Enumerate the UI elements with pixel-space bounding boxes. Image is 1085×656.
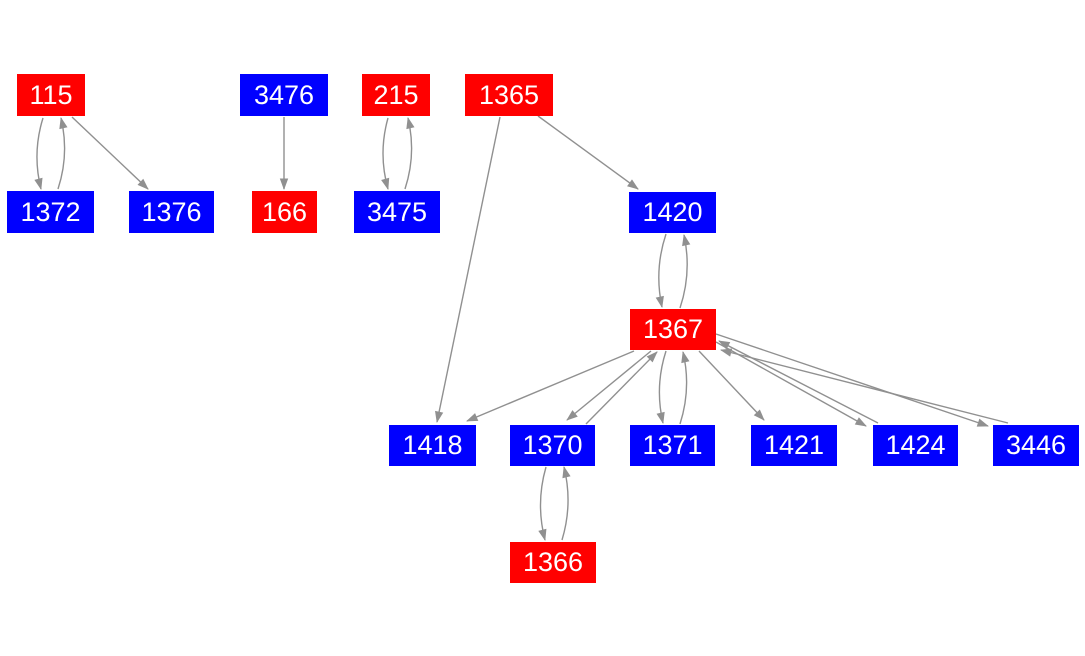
node-3476: 3476 bbox=[240, 74, 328, 116]
edge-215-3475 bbox=[381, 117, 390, 190]
node-1421: 1421 bbox=[751, 425, 837, 466]
edge-1367-1370 bbox=[566, 350, 652, 421]
node-3446: 3446 bbox=[993, 425, 1079, 466]
edge-1365-1420 bbox=[537, 115, 639, 190]
node-1424: 1424 bbox=[873, 425, 958, 466]
node-1372: 1372 bbox=[7, 191, 94, 233]
edge-3475-215 bbox=[404, 117, 415, 190]
node-215: 215 bbox=[362, 74, 430, 116]
edge-115-1376 bbox=[71, 116, 149, 190]
edge-1367-1420 bbox=[679, 234, 691, 309]
node-1365: 1365 bbox=[465, 74, 553, 116]
edge-group bbox=[34, 115, 1009, 541]
node-1371: 1371 bbox=[630, 425, 715, 466]
edge-1420-1367 bbox=[655, 233, 667, 308]
edge-1372-115 bbox=[57, 117, 68, 190]
node-1367: 1367 bbox=[630, 309, 716, 350]
edge-1367-1421 bbox=[698, 350, 765, 421]
edge-1366-1370 bbox=[561, 466, 571, 541]
edge-1367-1371 bbox=[656, 350, 667, 424]
edge-3446-1367 bbox=[720, 348, 1009, 424]
node-1366: 1366 bbox=[510, 542, 596, 583]
edge-1367-1424 bbox=[715, 341, 867, 427]
edge-1367-1418 bbox=[466, 350, 635, 422]
node-1418: 1418 bbox=[389, 425, 476, 466]
node-115: 115 bbox=[17, 74, 85, 116]
node-1370: 1370 bbox=[510, 425, 595, 466]
edge-1370-1367 bbox=[585, 351, 658, 425]
node-3475: 3475 bbox=[354, 191, 440, 233]
node-1376: 1376 bbox=[129, 191, 214, 233]
edge-1365-1418 bbox=[435, 116, 501, 423]
edge-115-1372 bbox=[34, 117, 44, 190]
edge-1424-1367 bbox=[718, 340, 879, 424]
node-166: 166 bbox=[252, 191, 317, 233]
edge-1367-3446 bbox=[715, 333, 989, 427]
node-1420: 1420 bbox=[629, 192, 716, 233]
edge-1370-1366 bbox=[538, 466, 547, 541]
edge-1371-1367 bbox=[679, 351, 690, 425]
